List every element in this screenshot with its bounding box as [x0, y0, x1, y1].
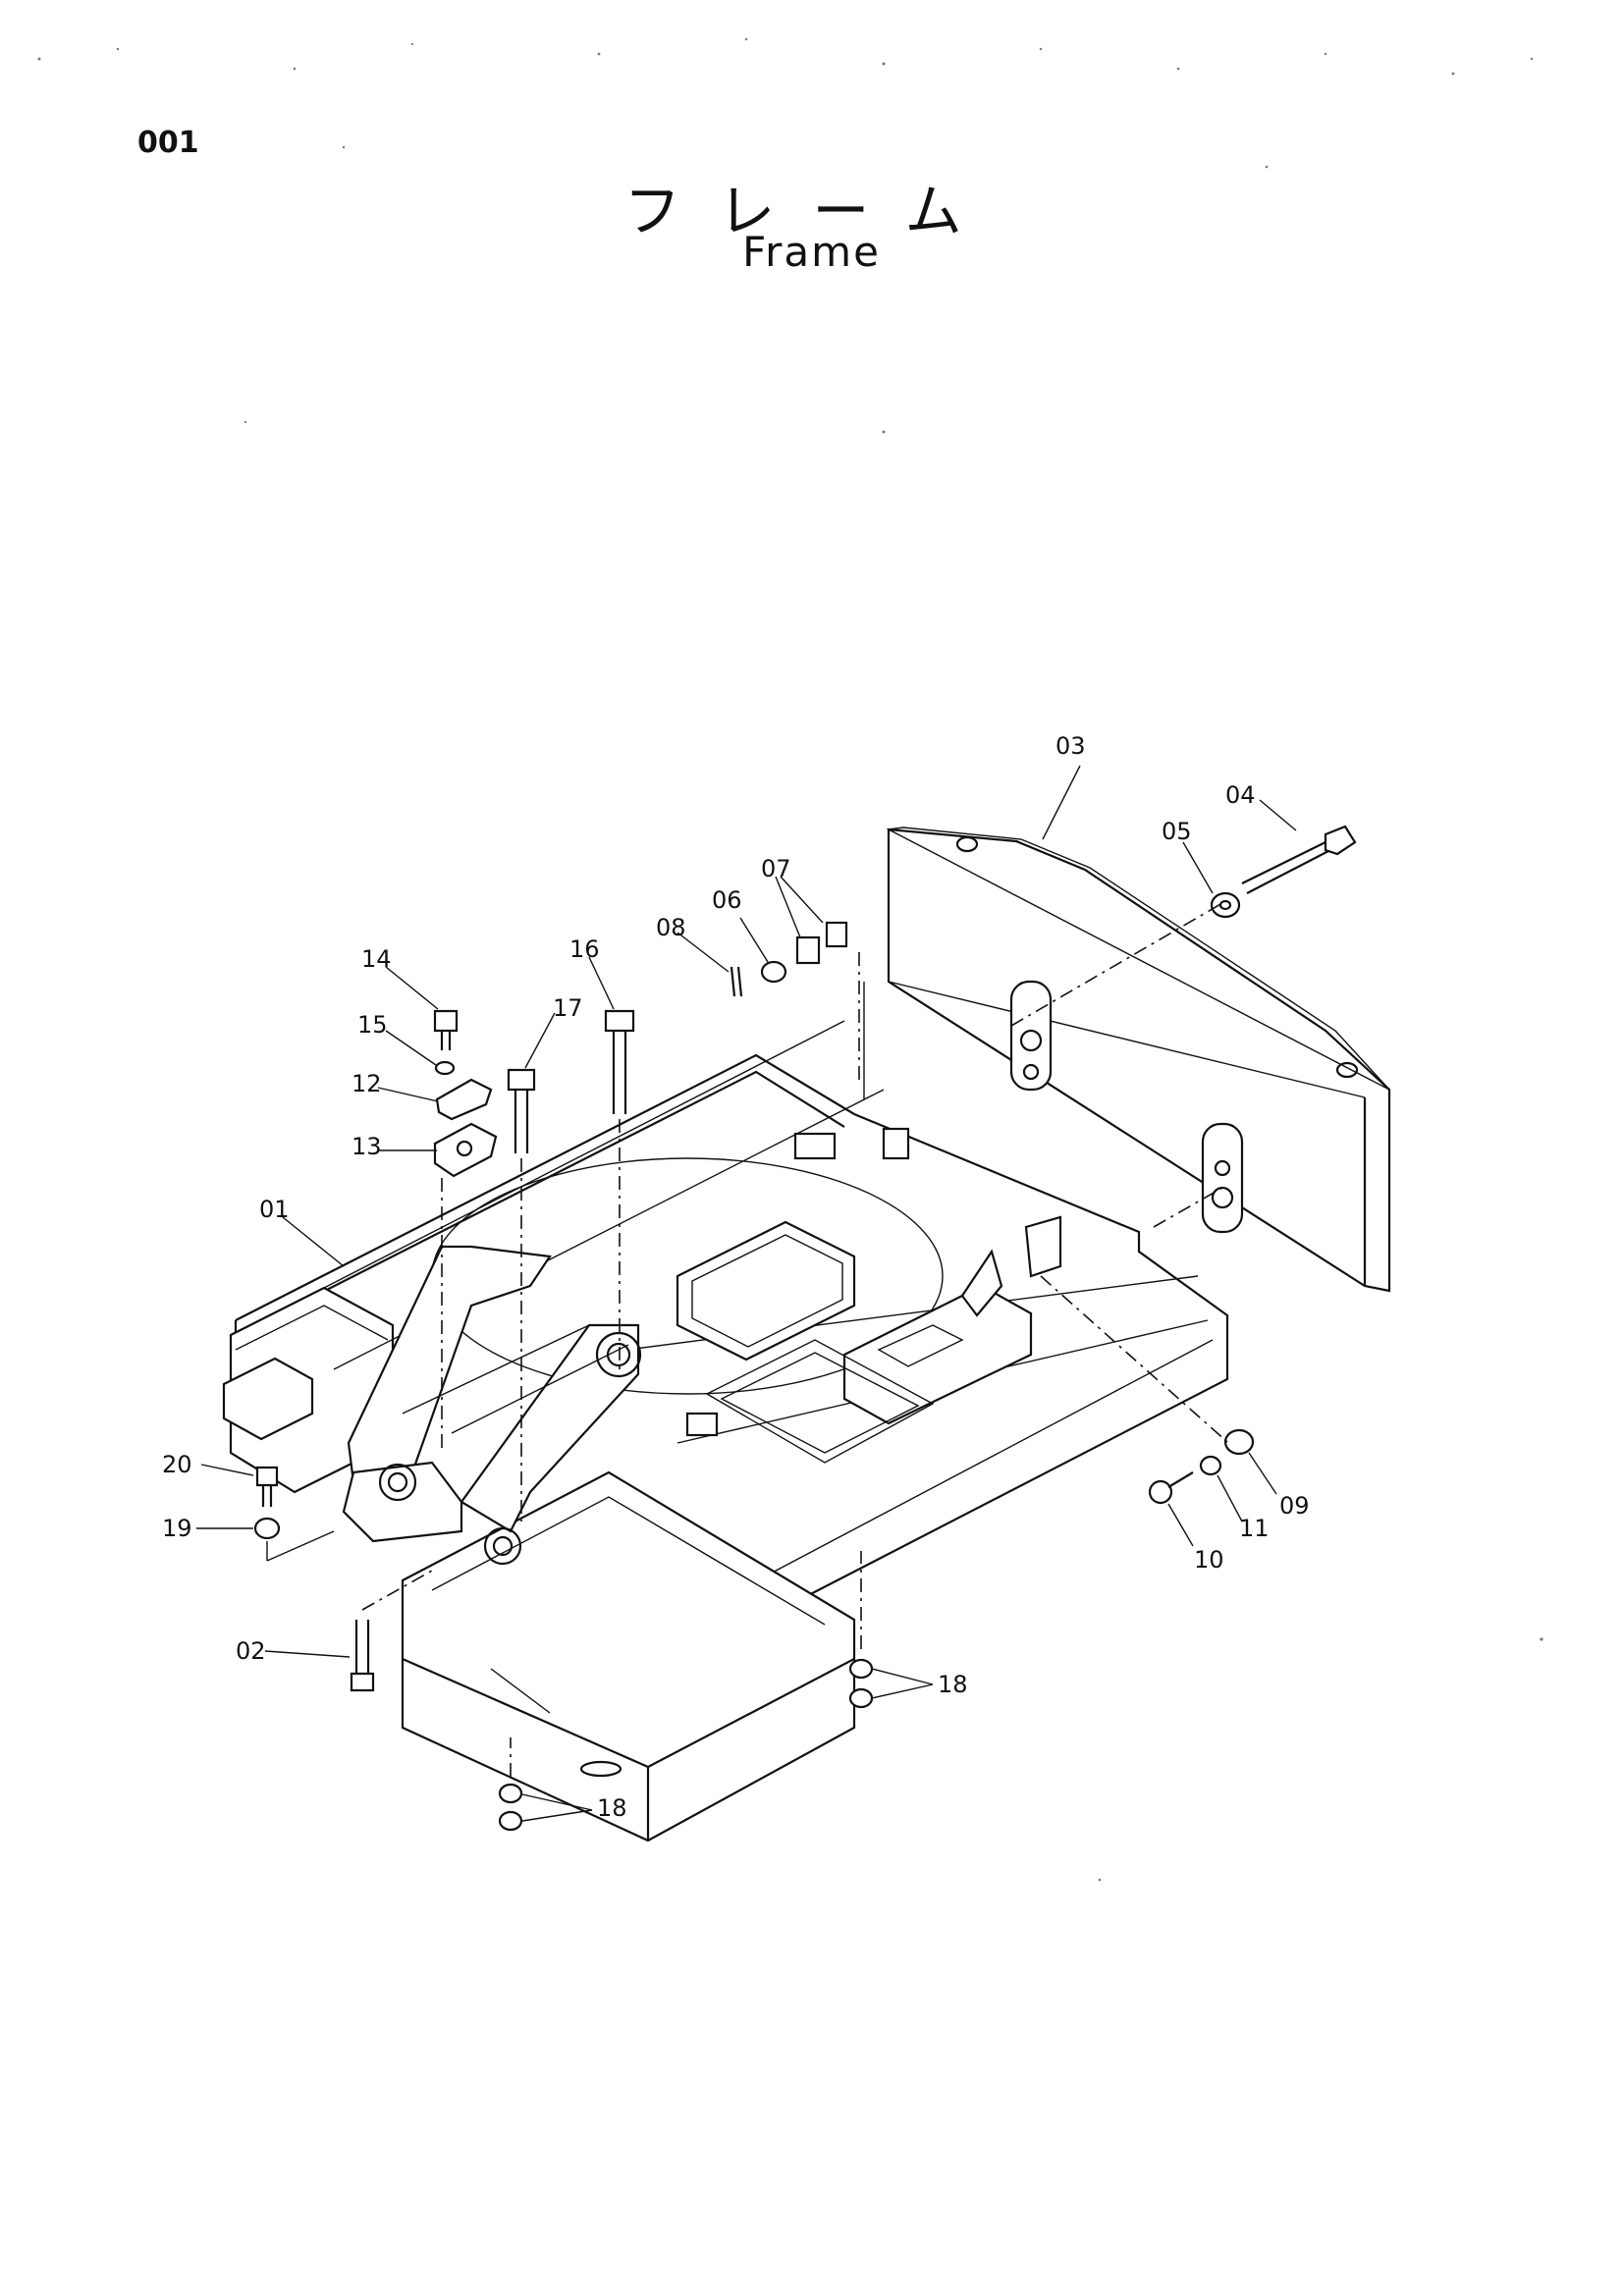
label-02: 02	[236, 1637, 266, 1665]
label-16: 16	[569, 935, 600, 963]
label-20: 20	[162, 1451, 192, 1478]
title-english: Frame	[742, 228, 881, 276]
leader-lines	[196, 765, 1297, 1822]
label-17: 17	[553, 994, 583, 1022]
label-19: 19	[162, 1515, 192, 1542]
label-05: 05	[1162, 818, 1192, 845]
scan-noise	[37, 37, 1543, 1882]
title-japanese: フレーム	[623, 178, 1000, 244]
label-18-bottom: 18	[597, 1794, 627, 1822]
label-14: 14	[361, 945, 392, 973]
label-12: 12	[352, 1070, 382, 1097]
label-13: 13	[352, 1133, 382, 1160]
label-09: 09	[1279, 1492, 1310, 1520]
callout-labels: 03 04 05 06 07 08 14 15 12 13 01 16 17 2…	[162, 732, 1310, 1822]
label-06: 06	[712, 886, 742, 914]
main-frame	[222, 982, 1229, 1842]
label-03: 03	[1055, 732, 1086, 760]
page-number: 001	[137, 126, 199, 160]
label-11: 11	[1239, 1515, 1270, 1542]
label-08: 08	[656, 914, 686, 941]
label-18-right: 18	[938, 1671, 968, 1698]
assembly-lines	[266, 902, 1228, 1777]
label-15: 15	[357, 1011, 388, 1039]
label-04: 04	[1225, 781, 1256, 809]
label-07: 07	[761, 855, 791, 882]
label-10: 10	[1194, 1546, 1224, 1574]
label-01: 01	[259, 1196, 290, 1223]
counterweight	[886, 827, 1391, 1293]
